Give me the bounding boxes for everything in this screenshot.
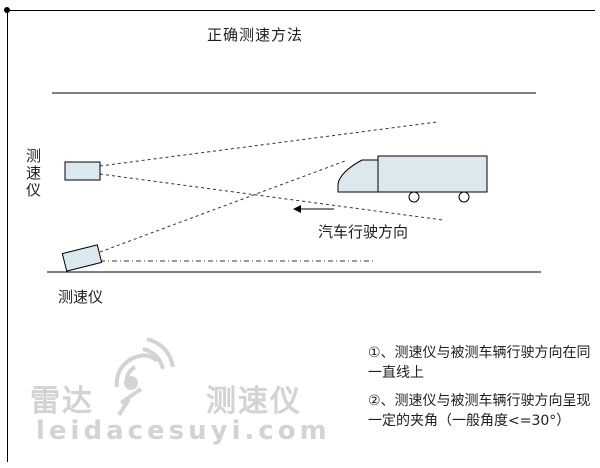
direction-arrow-icon bbox=[293, 205, 334, 213]
truck-front-wheel bbox=[408, 191, 420, 203]
beam-top-lower bbox=[99, 173, 444, 221]
radar-gun-bottom bbox=[61, 244, 103, 272]
radar-dish-watermark-icon bbox=[114, 337, 175, 417]
radar-gun-top bbox=[64, 161, 101, 181]
truck-cab bbox=[337, 159, 379, 193]
truck-cargo-box bbox=[377, 155, 488, 193]
diagram-title: 正确测速方法 bbox=[207, 26, 304, 44]
beam-top-upper bbox=[99, 121, 438, 167]
watermark-cn-right: 测速仪 bbox=[206, 384, 302, 419]
beam-bottom-angled bbox=[99, 160, 346, 253]
site-watermark: 雷达 测速仪 leidacesuyi.com bbox=[30, 370, 360, 460]
watermark-cn-left: 雷达 bbox=[30, 384, 94, 419]
radar-gun-bottom-label: 测速仪 bbox=[58, 288, 104, 306]
notes-list: ①、测速仪与被测车辆行驶方向在同一直线上 ②、测速仪与被测车辆行驶方向呈现一定的… bbox=[368, 343, 594, 439]
vehicle-direction-label: 汽车行驶方向 bbox=[318, 223, 409, 241]
corner-dot bbox=[4, 7, 10, 13]
figure-frame bbox=[7, 10, 595, 462]
truck-rear-wheel bbox=[458, 191, 470, 203]
truck bbox=[337, 155, 488, 203]
watermark-url: leidacesuyi.com bbox=[36, 416, 331, 446]
radar-gun-top-label: 测速仪 bbox=[26, 147, 42, 199]
note-item-1: ①、测速仪与被测车辆行驶方向在同一直线上 bbox=[368, 345, 591, 381]
note-item-2: ②、测速仪与被测车辆行驶方向呈现一定的夹角（一般角度<=30°） bbox=[368, 393, 591, 429]
